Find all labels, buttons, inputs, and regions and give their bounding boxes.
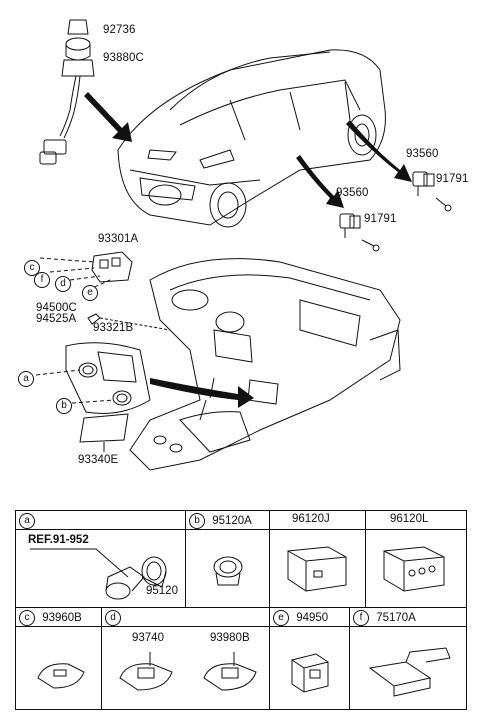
parts-table: a REF.91-952 95120 b 95120A 96120J	[15, 510, 467, 710]
callout-f: f	[34, 272, 50, 288]
dashboard-illustration	[129, 258, 401, 471]
cell-96120J-part: 96120J	[292, 513, 330, 525]
part-label-93340E: 93340E	[78, 454, 119, 466]
door-switch-mid	[339, 213, 380, 252]
switch-c-illustration	[37, 663, 85, 689]
cell-c-letter: c	[19, 610, 35, 626]
cell-c-part: 93960B	[42, 612, 82, 624]
cell-f-letter: f	[353, 610, 369, 626]
socket-illustration	[30, 548, 167, 600]
cell-96120L-part: 96120L	[390, 513, 429, 525]
part-label-93560-right: 93560	[406, 148, 439, 160]
part-label-92736: 92736	[103, 24, 136, 36]
mat-93340E	[79, 413, 129, 443]
part-label-94500C: 94500C	[36, 302, 77, 314]
door-switch-right	[412, 171, 452, 212]
table-cell-e: e 94950	[270, 608, 350, 709]
diagram-drawing	[35, 19, 452, 471]
table-cell-f: f 75170A	[350, 608, 466, 709]
cell-a-part: 95120	[146, 585, 178, 597]
part-label-93321B: 93321B	[93, 322, 134, 334]
cell-e-part: 94950	[296, 612, 329, 624]
socket-b-illustration	[213, 556, 243, 586]
switch-e-illustration	[291, 653, 329, 693]
pointer-arrow-right	[346, 120, 412, 182]
part-label-93301A: 93301A	[98, 233, 139, 245]
table-cell-b: b 95120A	[186, 511, 270, 608]
ignition-switch-illustration	[39, 19, 95, 165]
pointer-arrow-mid	[296, 155, 344, 208]
table-cell-96120L: 96120L	[366, 511, 466, 608]
jack-96120L-illustration	[383, 546, 445, 592]
callout-a: a	[18, 371, 34, 387]
bracket-f-illustration	[368, 647, 451, 697]
table-cell-a: a REF.91-952 95120	[16, 511, 186, 608]
console-panel-93321B	[35, 342, 151, 414]
switch-d-illustration	[119, 652, 257, 691]
callout-b: b	[56, 398, 72, 414]
callout-e: e	[82, 285, 98, 301]
part-label-93560-mid: 93560	[336, 187, 369, 199]
cell-e-letter: e	[273, 610, 289, 626]
exploded-parts-diagram: 92736 93880C 93560 91791 93560 91791 933…	[18, 19, 469, 471]
part-label-91791-mid: 91791	[364, 213, 397, 225]
callout-d: d	[55, 276, 71, 292]
cell-f-part: 75170A	[376, 612, 416, 624]
pointer-arrow	[84, 92, 132, 142]
pointer-arrow-dash	[150, 378, 254, 408]
car-illustration	[117, 49, 386, 228]
table-cell-c: c 93960B	[16, 608, 102, 709]
part-label-91791-right: 91791	[436, 173, 469, 185]
ref-label: REF.91-952	[28, 534, 89, 546]
cell-d-part2: 93980B	[210, 632, 250, 644]
switch-panel-93301A	[39, 251, 133, 291]
jack-96120J-illustration	[287, 546, 347, 592]
table-cell-d: d 93740 93980B	[102, 608, 270, 709]
cell-b-part: 95120A	[212, 515, 252, 527]
cell-b-letter: b	[189, 513, 205, 529]
cell-a-letter: a	[19, 513, 35, 529]
cell-d-part1: 93740	[132, 632, 164, 644]
table-cell-96120J: 96120J	[270, 511, 366, 608]
cell-d-letter: d	[105, 610, 121, 626]
callout-c: c	[24, 260, 40, 276]
part-label-94525A: 94525A	[36, 313, 77, 325]
part-label-93880C: 93880C	[103, 52, 144, 64]
